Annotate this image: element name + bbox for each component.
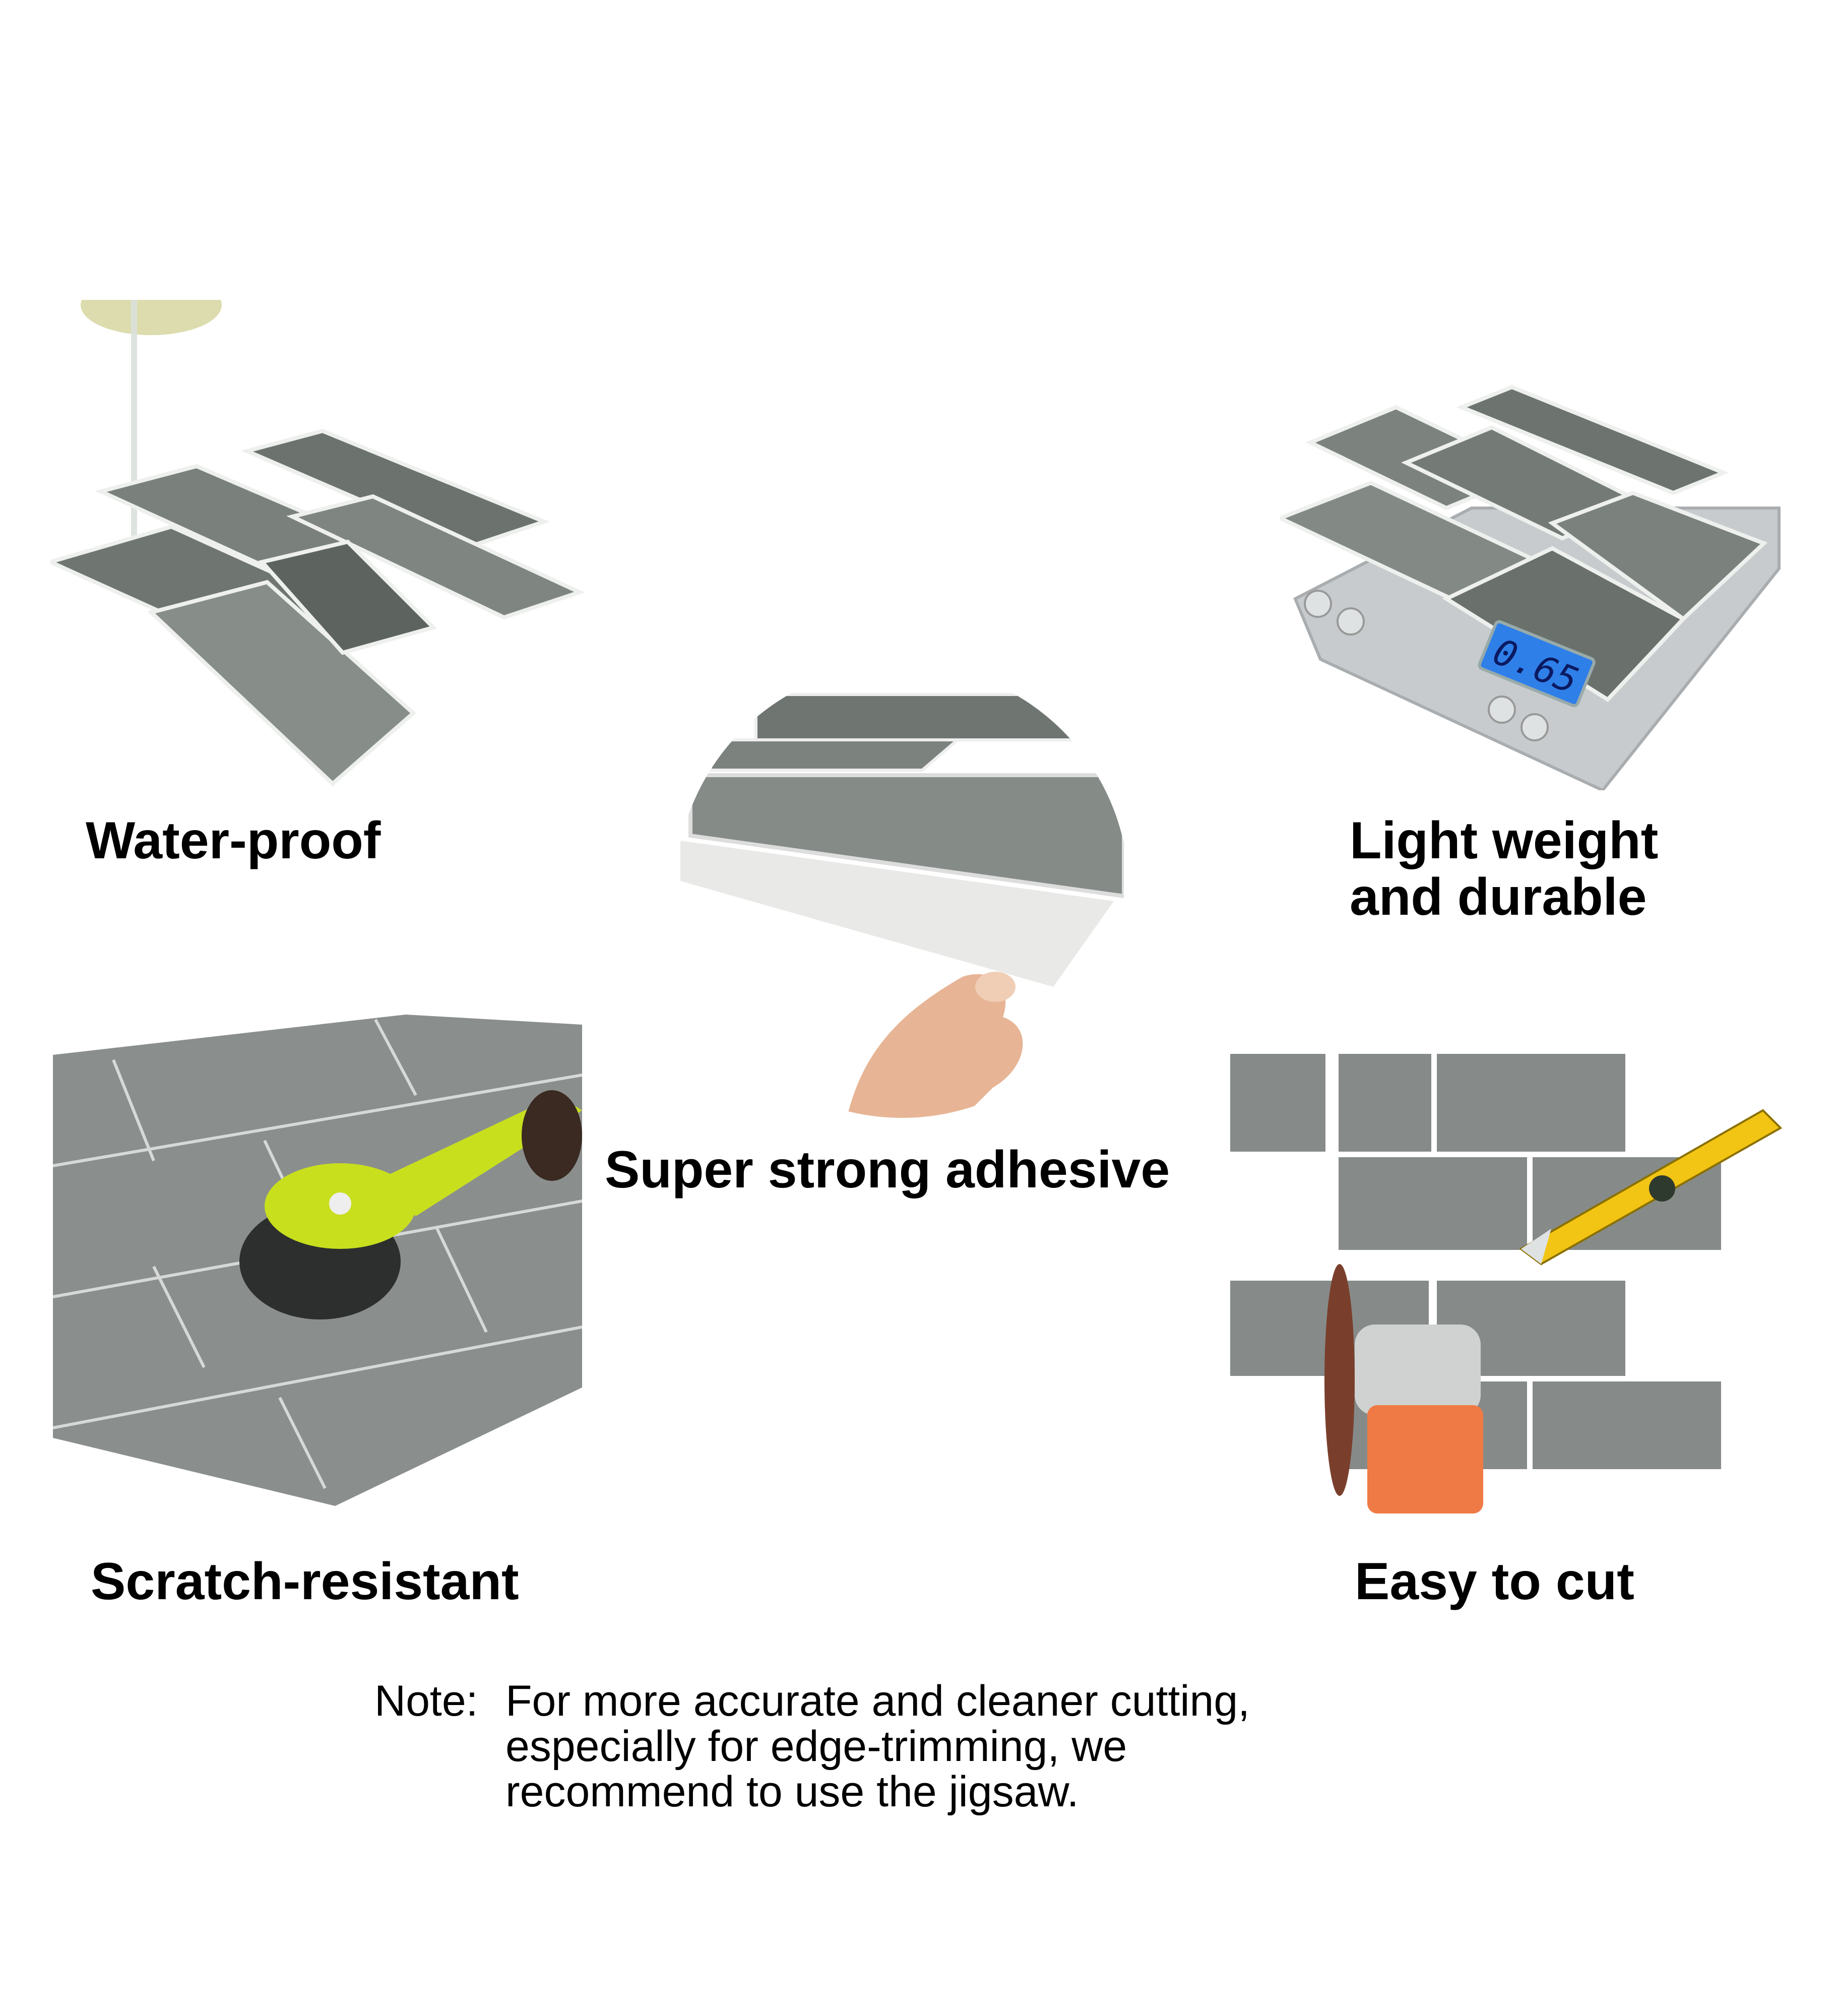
lightweight-label: Light weight and durable <box>1350 812 1658 925</box>
waterproof-label: Water-proof <box>86 811 381 870</box>
cut-image <box>1229 1052 1783 1514</box>
scratch-image <box>53 1015 582 1506</box>
note-line-3: recommend to use the jigsaw. <box>505 1768 1079 1816</box>
adhesive-image <box>680 664 1124 1118</box>
cut-label: Easy to cut <box>1355 1552 1634 1611</box>
note-line-2: especially for edge-trimming, we <box>505 1722 1127 1771</box>
scratch-label: Scratch-resistant <box>91 1552 519 1611</box>
adhesive-label: Super strong adhesive <box>605 1141 1170 1199</box>
lightweight-label-line1: Light weight <box>1350 811 1659 870</box>
lightweight-label-line2: and durable <box>1350 868 1647 926</box>
note-line-1: For more accurate and cleaner cutting, <box>505 1677 1250 1725</box>
note-prefix: Note: <box>374 1677 478 1725</box>
note-body: For more accurate and cleaner cutting, e… <box>505 1678 1250 1814</box>
waterproof-image <box>50 300 585 789</box>
lightweight-image: 0.65 <box>1280 357 1784 790</box>
